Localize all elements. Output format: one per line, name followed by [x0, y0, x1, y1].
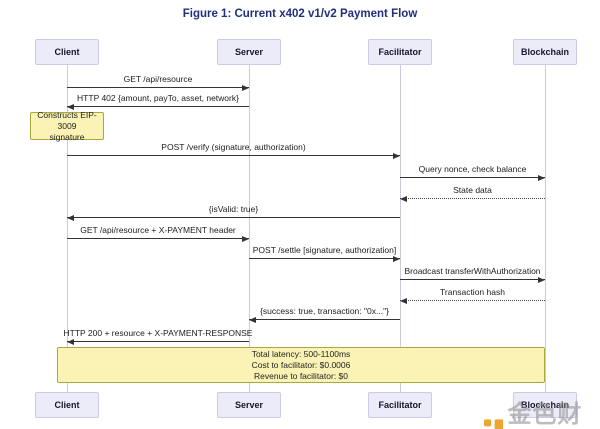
message-arrow — [67, 238, 249, 239]
message-arrow — [67, 341, 249, 342]
actor-box-blockchain-top: Blockchain — [513, 39, 577, 65]
message-label: POST /verify (signature, authorization) — [161, 142, 306, 152]
actor-box-blockchain-bottom: Blockchain — [513, 392, 577, 418]
message-label: State data — [453, 185, 492, 195]
arrowhead-icon — [393, 153, 400, 159]
lifeline-facilitator — [400, 65, 401, 392]
arrowhead-icon — [538, 175, 545, 181]
watermark-text: 金色财经 — [507, 401, 583, 428]
arrowhead-icon — [242, 85, 249, 91]
message-label: POST /settle [signature, authorization] — [252, 245, 397, 255]
message-label: {success: true, transaction: "0x..."} — [260, 306, 389, 316]
note-line: Revenue to facilitator: $0 — [253, 370, 349, 381]
message-label: GET /api/resource + X-PAYMENT header — [80, 225, 236, 235]
arrowhead-icon — [242, 236, 249, 242]
message-label: Query nonce, check balance — [418, 164, 527, 174]
jinse-logo-icon — [484, 418, 504, 429]
message-arrow — [400, 198, 545, 199]
arrowhead-icon — [400, 196, 407, 202]
diagram-title: Figure 1: Current x402 v1/v2 Payment Flo… — [182, 8, 418, 20]
message-arrow — [249, 319, 400, 320]
arrowhead-icon — [393, 256, 400, 262]
message-arrow — [67, 87, 249, 88]
arrowhead-icon — [67, 104, 74, 110]
arrowhead-icon — [67, 339, 74, 345]
message-label: HTTP 402 {amount, payTo, asset, network} — [77, 93, 239, 103]
lifeline-client — [67, 65, 68, 392]
lifeline-blockchain — [545, 65, 546, 392]
message-label: GET /api/resource — [123, 74, 193, 84]
message-label: HTTP 200 + resource + X-PAYMENT-RESPONSE — [63, 328, 253, 338]
note-line: Cost to facilitator: $0.0006 — [251, 359, 351, 370]
actor-box-facilitator-bottom: Facilitator — [368, 392, 432, 418]
lifeline-server — [249, 65, 250, 392]
actor-box-facilitator-top: Facilitator — [368, 39, 432, 65]
actor-box-client-top: Client — [35, 39, 99, 65]
note-line: Total latency: 500-1100ms — [251, 348, 351, 359]
actor-box-client-bottom: Client — [35, 392, 99, 418]
message-arrow — [400, 177, 545, 178]
message-arrow — [67, 155, 400, 156]
message-arrow — [400, 279, 545, 280]
message-arrow — [67, 106, 249, 107]
watermark: 金色财经 — [484, 394, 600, 429]
message-arrow — [249, 258, 400, 259]
message-arrow — [400, 300, 545, 301]
note-line: signature — [49, 131, 85, 142]
arrowhead-icon — [400, 298, 407, 304]
message-label: {isValid: true} — [208, 204, 259, 214]
message-label: Broadcast transferWithAuthorization — [404, 266, 541, 276]
arrowhead-icon — [249, 317, 256, 323]
message-label: Transaction hash — [440, 287, 505, 297]
arrowhead-icon — [538, 277, 545, 283]
message-arrow — [67, 217, 400, 218]
actor-box-server-top: Server — [217, 39, 281, 65]
note-line: Constructs EIP-3009 — [37, 109, 97, 131]
actor-box-server-bottom: Server — [217, 392, 281, 418]
arrowhead-icon — [67, 215, 74, 221]
